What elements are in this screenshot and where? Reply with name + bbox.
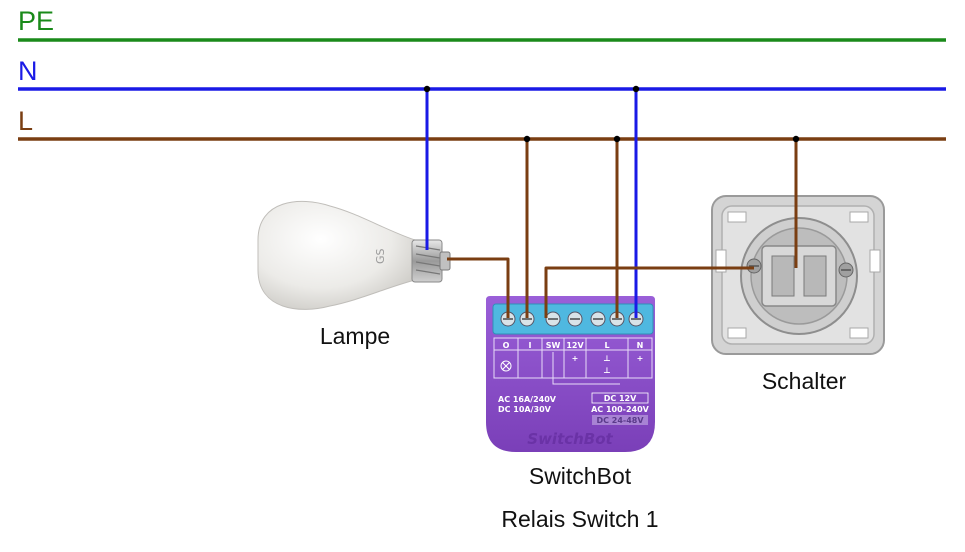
junction-dots [423,85,800,143]
relay-body [486,296,655,452]
junction-n-relay [632,85,640,93]
l-label: L [18,106,33,136]
wire-relay-sw-to-switch [544,266,754,318]
switch-caption: Schalter [762,368,847,394]
rating-dc: DC 10A/30V [498,405,552,414]
wall-switch [711,195,885,355]
bus-pe: PE [18,6,946,42]
svg-text:⊥: ⊥ [603,366,610,375]
terminal-label-sw: SW [546,341,561,350]
rating-ac: AC 16A/240V [498,395,557,404]
switchbot-relay: O I SW 12V L N + + ⊥ ⊥ AC 16A/240V DC 10… [486,296,655,452]
bus-n: N [18,56,946,91]
terminal-label-12v: 12V [566,341,584,350]
terminal-label-i: I [529,341,532,350]
lamp-caption: Lampe [320,323,390,349]
junction-l-relay-in [523,135,531,143]
terminal-label-o: O [503,341,510,350]
wiring [425,89,798,318]
power-dc24: DC 24-48V [596,416,644,425]
wire-relay-out-to-lamp [447,257,510,318]
power-dc12: DC 12V [604,394,637,403]
relay-brand-logo: SwitchBot [527,430,613,448]
junction-l-relay-l [613,135,621,143]
bulb-glass [257,200,416,310]
relay-caption-name: SwitchBot [529,463,632,489]
svg-text:+: + [637,354,644,363]
lamp-symbol-icon [500,360,512,372]
junction-n-lamp [423,85,431,93]
power-ac: AC 100-240V [591,405,650,414]
junction-l-switch [792,135,800,143]
pe-label: PE [18,6,54,36]
terminal-label-n: N [637,341,644,350]
svg-text:+: + [572,354,579,363]
lamp: GS [257,200,451,310]
n-label: N [18,56,38,86]
relay-terminal-screws [500,311,644,327]
terminal-label-l: L [604,341,609,350]
bulb-marking: GS [374,248,387,264]
svg-text:⊥: ⊥ [603,354,610,363]
relay-caption-model: Relais Switch 1 [501,506,658,532]
bus-l: L [18,106,946,141]
